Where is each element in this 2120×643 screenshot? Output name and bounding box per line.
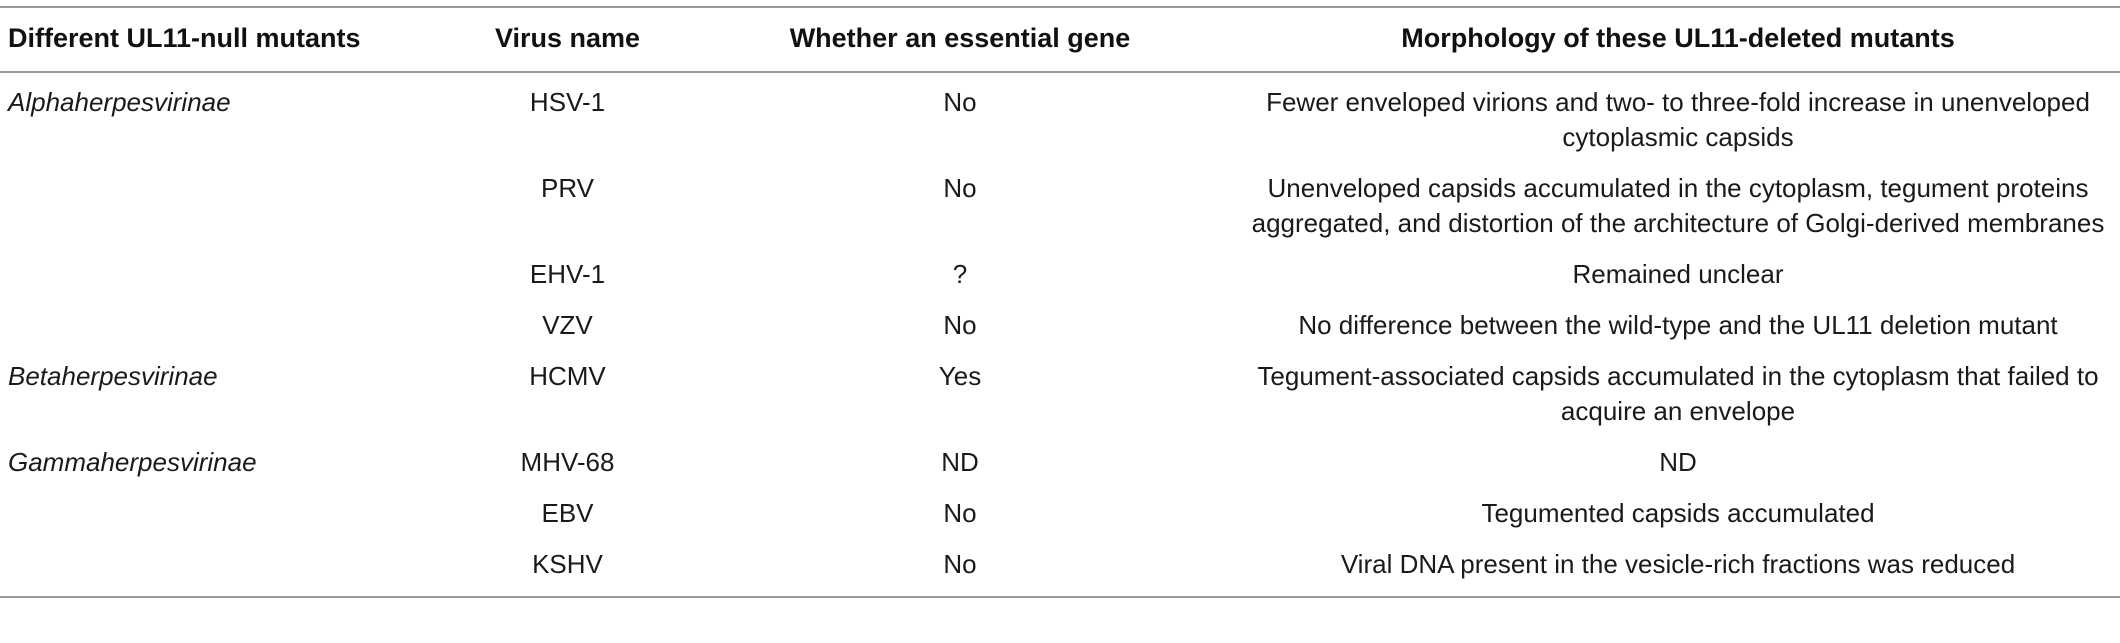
table-body: Alphaherpesvirinae HSV-1 No Fewer envelo… bbox=[0, 72, 2120, 597]
virus-cell: HSV-1 bbox=[529, 87, 606, 117]
header-virus-name: Virus name bbox=[494, 23, 641, 53]
header-morphology: Morphology of these UL11-deleted mutants bbox=[1401, 23, 1955, 53]
table-row: VZV No No difference between the wild-ty… bbox=[0, 300, 2120, 351]
essential-cell: ? bbox=[952, 259, 968, 289]
essential-cell: No bbox=[943, 549, 977, 579]
group-cell bbox=[0, 163, 455, 249]
table-row: Alphaherpesvirinae HSV-1 No Fewer envelo… bbox=[0, 72, 2120, 163]
essential-cell: No bbox=[943, 498, 977, 528]
morphology-cell: Tegumented capsids accumulated bbox=[1481, 498, 1875, 528]
group-cell: Gammaherpesvirinae bbox=[8, 447, 257, 477]
group-cell: Betaherpesvirinae bbox=[8, 361, 218, 391]
table-row: EBV No Tegumented capsids accumulated bbox=[0, 488, 2120, 539]
essential-cell: Yes bbox=[938, 361, 982, 391]
ul11-mutants-table: Different UL11-null mutants Virus name W… bbox=[0, 6, 2120, 598]
morphology-cell: Fewer enveloped virions and two- to thre… bbox=[1266, 87, 2090, 152]
table-row: Gammaherpesvirinae MHV-68 ND ND bbox=[0, 437, 2120, 488]
group-cell bbox=[0, 539, 455, 597]
group-cell bbox=[0, 249, 455, 300]
table-row: KSHV No Viral DNA present in the vesicle… bbox=[0, 539, 2120, 597]
virus-cell: EHV-1 bbox=[529, 259, 606, 289]
table-header: Different UL11-null mutants Virus name W… bbox=[0, 7, 2120, 72]
morphology-cell: Unenveloped capsids accumulated in the c… bbox=[1251, 173, 2105, 238]
virus-cell: HCMV bbox=[529, 361, 606, 391]
group-cell bbox=[0, 488, 455, 539]
table-row: PRV No Unenveloped capsids accumulated i… bbox=[0, 163, 2120, 249]
morphology-cell: No difference between the wild-type and … bbox=[1298, 310, 2058, 340]
virus-cell: VZV bbox=[542, 310, 593, 340]
group-cell: Alphaherpesvirinae bbox=[8, 87, 231, 117]
morphology-cell: ND bbox=[1659, 447, 1697, 477]
essential-cell: No bbox=[943, 173, 977, 203]
morphology-cell: Viral DNA present in the vesicle-rich fr… bbox=[1340, 549, 2016, 579]
essential-cell: No bbox=[943, 87, 977, 117]
virus-cell: PRV bbox=[541, 173, 594, 203]
essential-cell: ND bbox=[941, 447, 979, 477]
morphology-cell: Tegument-associated capsids accumulated … bbox=[1257, 361, 2099, 426]
virus-cell: KSHV bbox=[532, 549, 603, 579]
header-mutants: Different UL11-null mutants bbox=[8, 23, 361, 53]
virus-cell: MHV-68 bbox=[520, 447, 615, 477]
essential-cell: No bbox=[943, 310, 977, 340]
group-cell bbox=[0, 300, 455, 351]
virus-cell: EBV bbox=[541, 498, 594, 528]
header-essential-gene: Whether an essential gene bbox=[789, 23, 1131, 53]
header-row: Different UL11-null mutants Virus name W… bbox=[0, 7, 2120, 72]
table-row: Betaherpesvirinae HCMV Yes Tegument-asso… bbox=[0, 351, 2120, 437]
morphology-cell: Remained unclear bbox=[1572, 259, 1784, 289]
table-row: EHV-1 ? Remained unclear bbox=[0, 249, 2120, 300]
